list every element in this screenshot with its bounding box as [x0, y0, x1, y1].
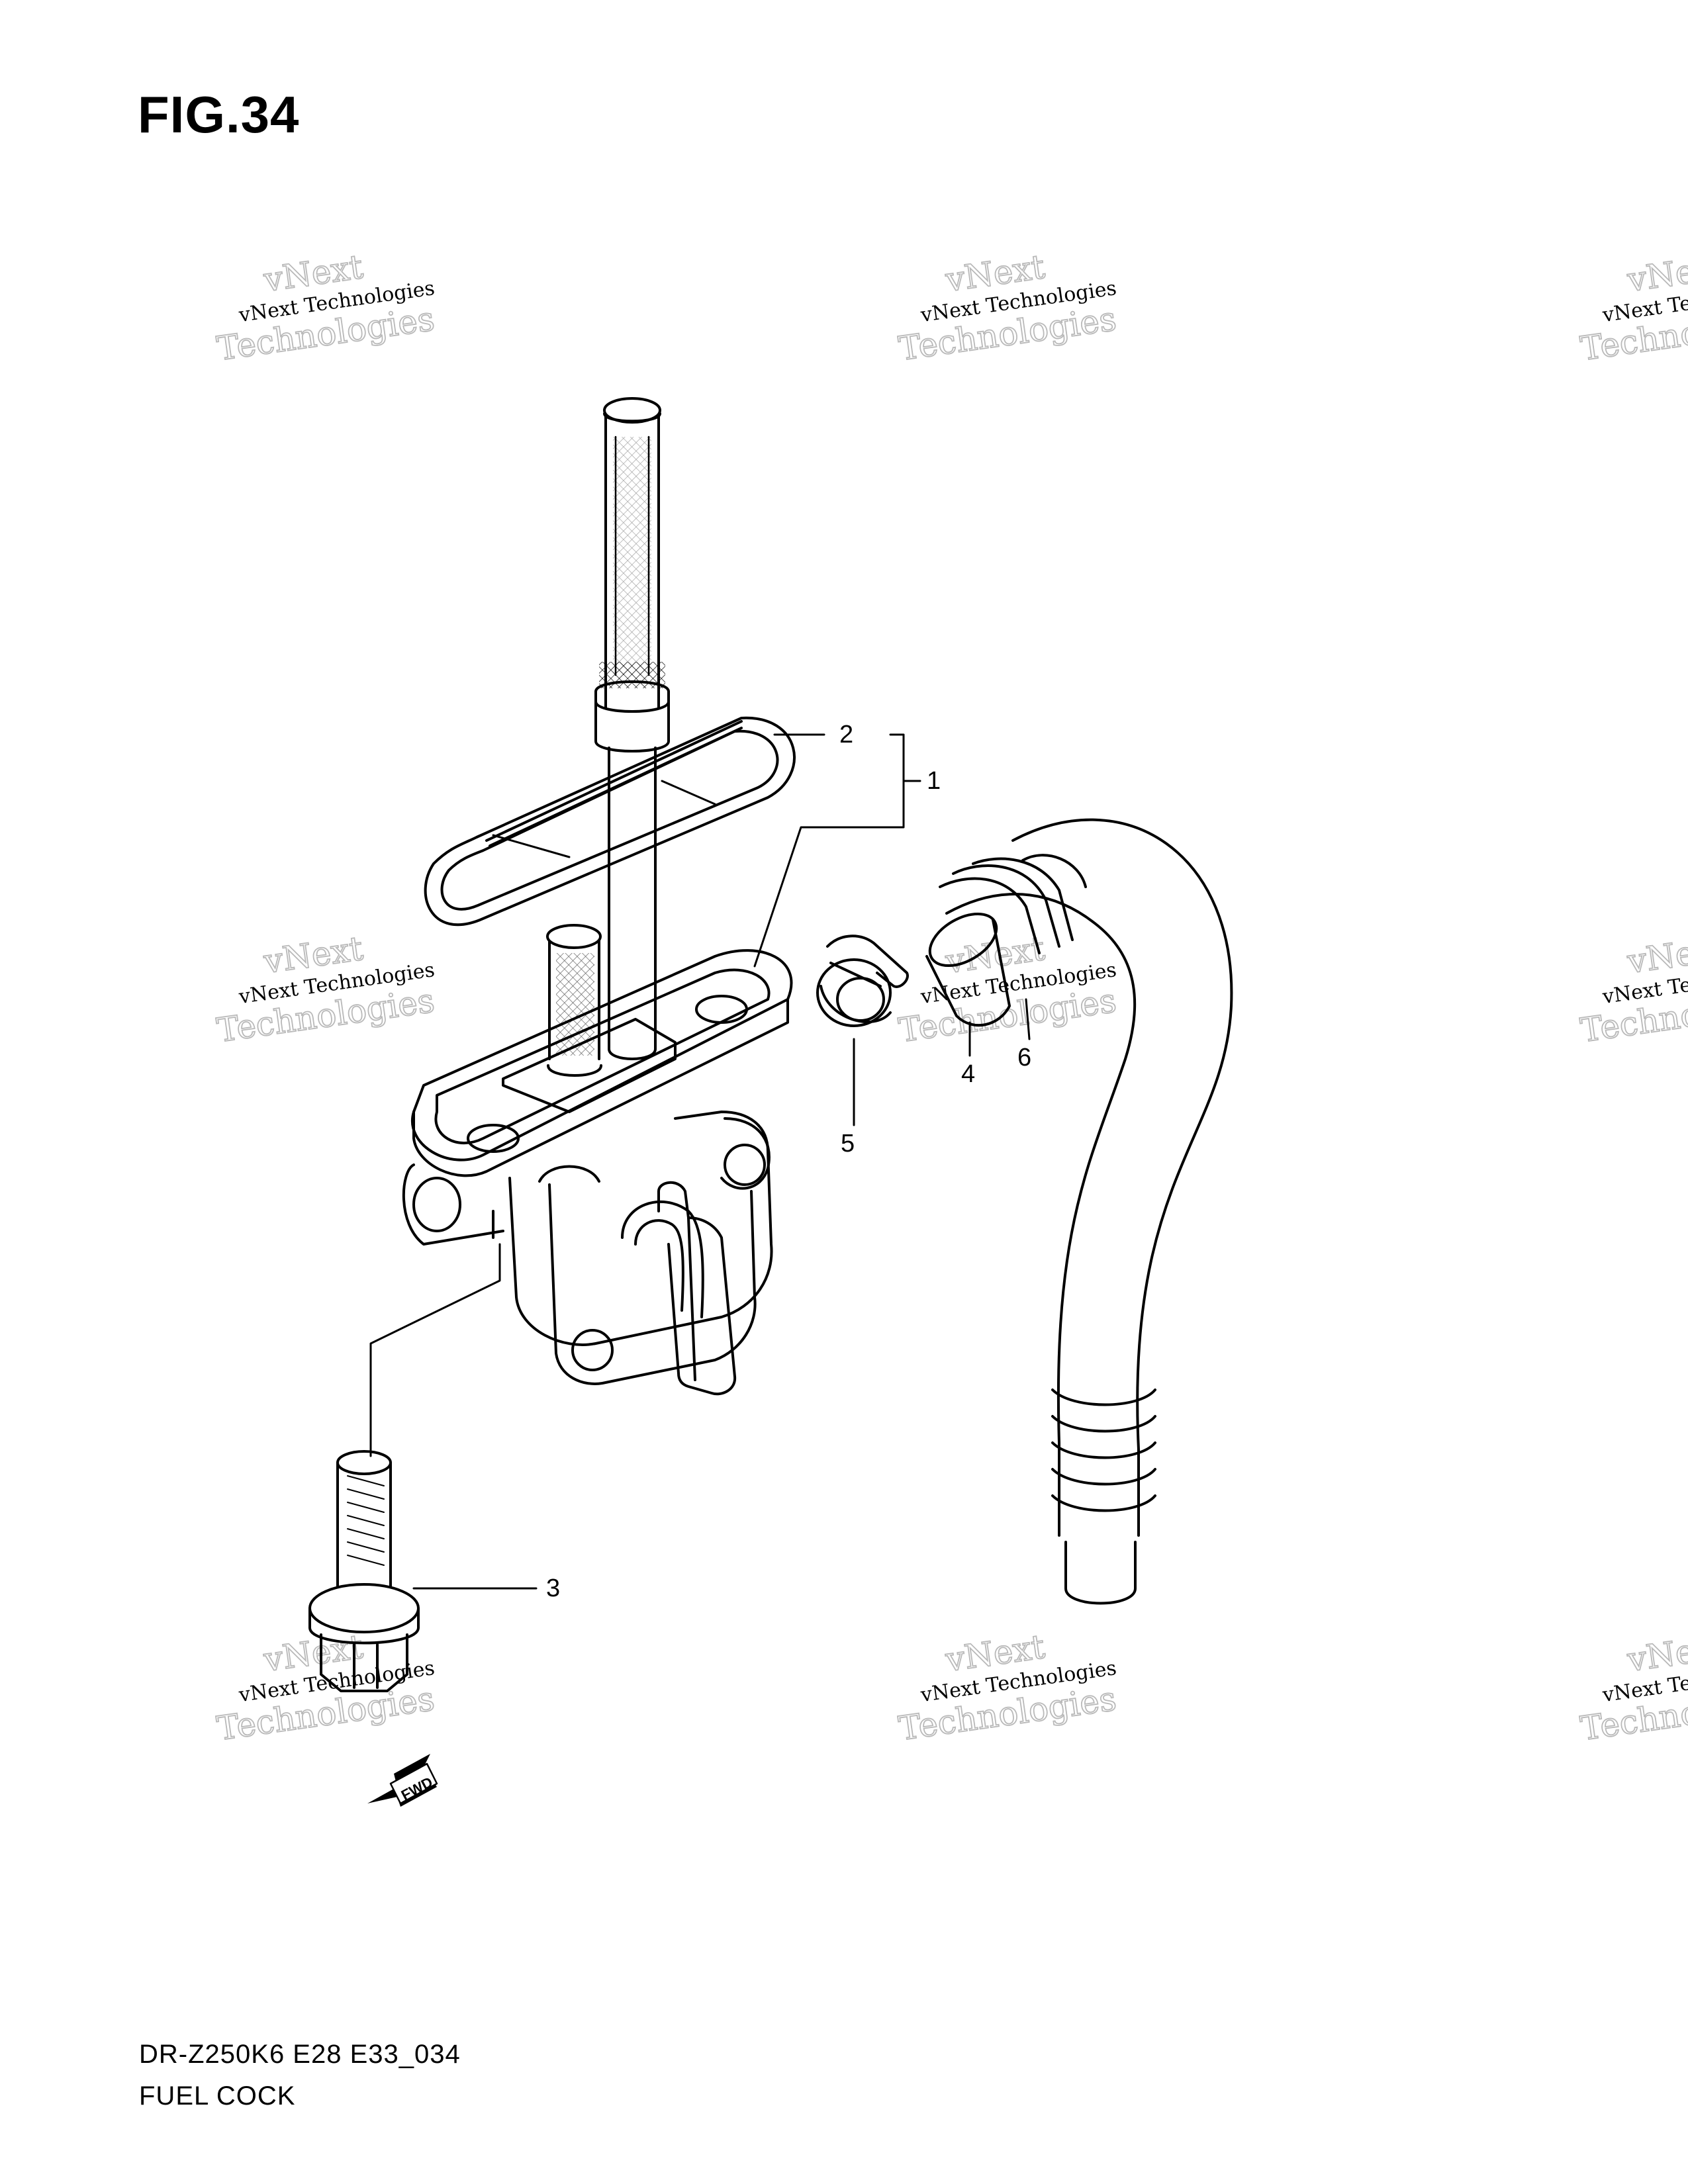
leader-lines — [369, 733, 1031, 1590]
callout-5: 5 — [841, 1130, 855, 1158]
svg-text:vNext: vNext — [1624, 1627, 1688, 1679]
callout-6: 6 — [1017, 1044, 1031, 1071]
watermark-top-right: vNext vNext Technologies Technologies — [1577, 247, 1688, 369]
watermark-middle-left: vNext vNext Technologies Technologies — [214, 929, 438, 1050]
svg-text:vNext: vNext — [1624, 248, 1688, 299]
fwd-arrow-icon — [367, 1754, 438, 1807]
callout-2: 2 — [839, 721, 853, 749]
watermark-bottom-right: vNext vNext Technologies Technologies — [1577, 1627, 1688, 1749]
callout-3: 3 — [546, 1574, 560, 1602]
leader-bolt-body — [369, 1243, 501, 1457]
watermark-top-left: vNext vNext Technologies Technologies — [214, 247, 438, 369]
callout-1: 1 — [927, 767, 941, 795]
watermark-bottom-center: vNext vNext Technologies Technologies — [896, 1627, 1119, 1749]
o-ring-gasket — [424, 716, 796, 926]
watermark-middle-right: vNext vNext Technologies Technologies — [1577, 929, 1688, 1050]
fuel-hose — [925, 818, 1233, 1605]
model-code: DR-Z250K6 E28 E33_034 — [139, 2040, 461, 2069]
callout-4: 4 — [961, 1060, 975, 1088]
hose-clamp — [816, 934, 909, 1027]
figure-title: FIG.34 — [138, 85, 300, 144]
leader-1-bracket — [753, 733, 905, 968]
assembly-name: FUEL COCK — [139, 2081, 296, 2111]
leader-6 — [1025, 998, 1031, 1040]
fuel-cock-body — [402, 397, 793, 1396]
bolt — [308, 1450, 420, 1692]
svg-text:vNext: vNext — [1624, 929, 1688, 981]
watermark-top-center: vNext vNext Technologies Technologies — [896, 247, 1119, 369]
